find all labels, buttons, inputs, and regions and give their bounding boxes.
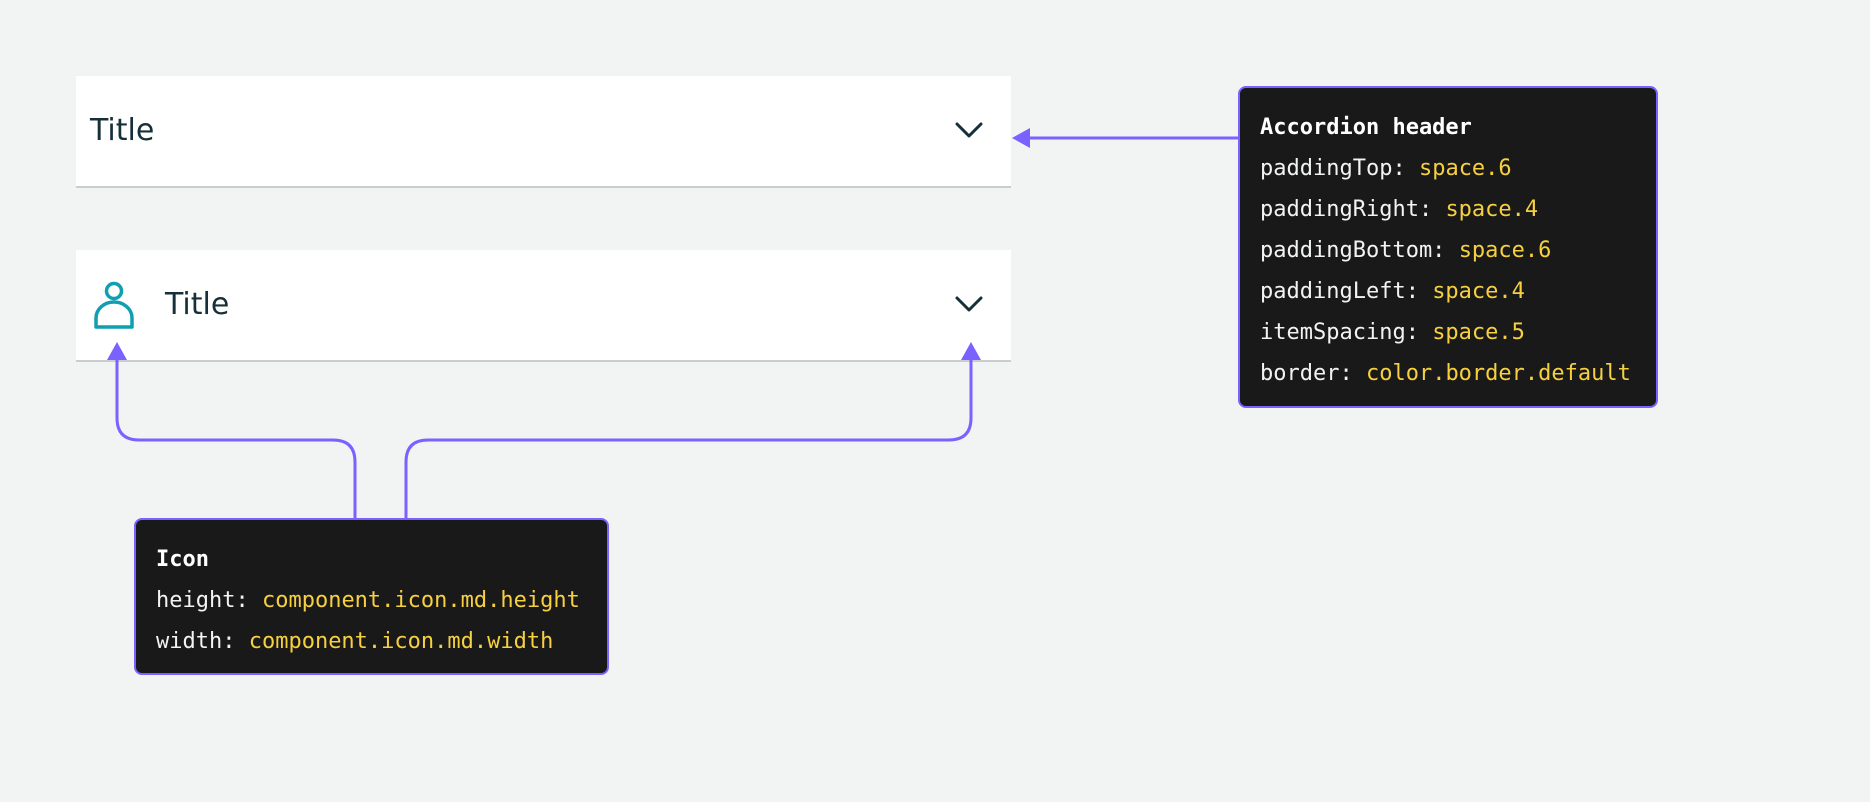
annotation-prop-padding-top: paddingTop: space.6: [1260, 156, 1512, 181]
accordion-title: Title: [165, 287, 230, 322]
annotation-prop-padding-left: paddingLeft: space.4: [1260, 279, 1525, 304]
annotation-prop-padding-right: paddingRight: space.4: [1260, 197, 1539, 222]
annotation-prop-padding-bottom: paddingBottom: space.6: [1260, 238, 1552, 263]
chevron-down-icon[interactable]: [951, 112, 987, 148]
annotation-title: Accordion header: [1260, 115, 1472, 140]
annotation-prop-border: border: color.border.default: [1260, 361, 1631, 386]
annotation-prop-height: height: component.icon.md.height: [156, 588, 580, 613]
annotation-prop-width: width: component.icon.md.width: [156, 629, 554, 654]
connector-chevron: [404, 358, 973, 518]
arrowhead-header: [1012, 128, 1030, 148]
connector-icon: [115, 358, 357, 518]
annotation-icon: Icon height: component.icon.md.height wi…: [134, 518, 609, 675]
accordion-header-with-icon[interactable]: Title: [76, 250, 1011, 362]
accordion-title: Title: [90, 113, 155, 148]
chevron-down-icon[interactable]: [951, 286, 987, 322]
annotation-prop-item-spacing: itemSpacing: space.5: [1260, 320, 1525, 345]
user-icon: [94, 281, 134, 329]
accordion-header-plain[interactable]: Title: [76, 76, 1011, 188]
annotation-title: Icon: [156, 547, 209, 572]
annotation-accordion-header: Accordion header paddingTop: space.6 pad…: [1238, 86, 1658, 408]
